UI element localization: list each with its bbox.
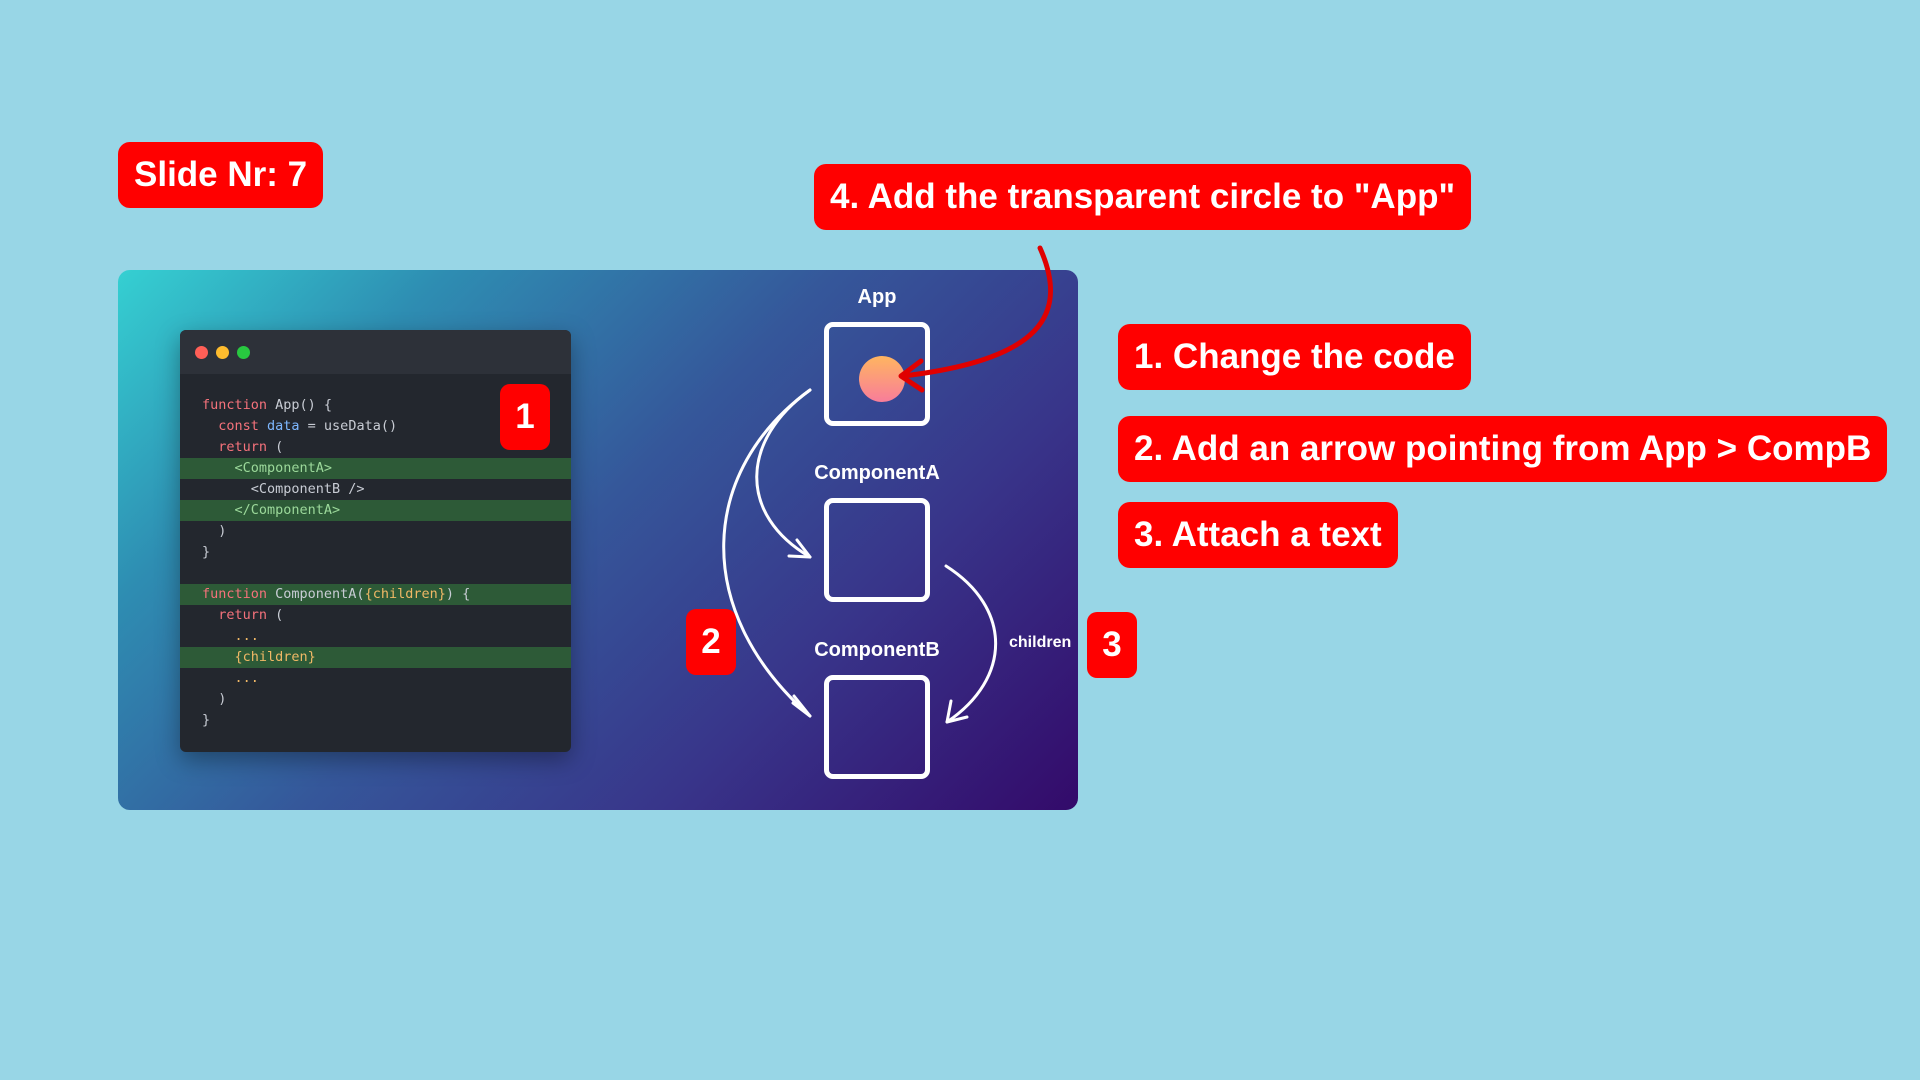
arrow-head-a	[787, 538, 812, 559]
diagram-slide: function App() { const data = useData() …	[118, 270, 1078, 810]
code-window-titlebar	[180, 330, 571, 374]
maximize-dot-icon	[237, 346, 250, 359]
code-line: )	[180, 521, 571, 542]
code-token: {children}	[202, 649, 316, 665]
code-token: )	[202, 691, 227, 707]
component-b-label: ComponentB	[814, 639, 940, 661]
code-token: function	[202, 397, 268, 413]
code-line: const data = useData()	[180, 416, 571, 437]
code-token: = useData()	[299, 418, 398, 434]
marker-1: 1	[500, 384, 550, 450]
instruction-step-4: 4. Add the transparent circle to "App"	[814, 164, 1472, 230]
close-dot-icon	[195, 346, 208, 359]
code-line: </ComponentA>	[180, 500, 571, 521]
children-label: children	[1009, 634, 1072, 651]
code-token: ...	[202, 670, 259, 686]
code-line: function ComponentA({children}) {	[180, 584, 571, 605]
instruction-step-2: 2. Add an arrow pointing from App > Comp…	[1118, 416, 1888, 482]
code-line: )	[180, 689, 571, 710]
component-a-box	[824, 498, 930, 602]
component-b-box	[824, 675, 930, 779]
transparent-circle	[859, 356, 905, 402]
code-token: }	[202, 544, 211, 560]
code-line: {children}	[180, 647, 571, 668]
instruction-step-1: 1. Change the code	[1118, 324, 1471, 390]
code-token: }	[202, 712, 211, 728]
code-token: function	[202, 586, 268, 602]
code-block: function App() { const data = useData() …	[180, 395, 571, 731]
code-token: data	[258, 418, 300, 434]
code-token: ) {	[445, 586, 471, 602]
component-a-label: ComponentA	[814, 462, 940, 484]
arrow-a-to-b	[944, 564, 998, 724]
code-line: }	[180, 710, 571, 731]
code-token: <ComponentA>	[202, 460, 333, 476]
code-token: (	[267, 607, 284, 623]
code-line: <ComponentB />	[180, 479, 571, 500]
instruction-step-3: 3. Attach a text	[1118, 502, 1398, 568]
code-token: </ComponentA>	[202, 502, 341, 518]
slide-number-badge: Slide Nr: 7	[118, 142, 324, 208]
marker-3: 3	[1087, 612, 1137, 678]
code-token: (	[267, 439, 284, 455]
code-token: ...	[202, 628, 259, 644]
app-label: App	[857, 286, 897, 308]
code-token: const	[202, 418, 259, 434]
code-line: return (	[180, 437, 571, 458]
arrow-head-b	[791, 694, 812, 718]
code-editor-window: function App() { const data = useData() …	[180, 330, 571, 752]
code-line: ...	[180, 668, 571, 689]
red-arrow-to-app	[900, 245, 1054, 379]
marker-2: 2	[686, 609, 736, 675]
arrow-head-c	[945, 699, 969, 724]
code-token: return	[202, 607, 268, 623]
code-token: App() {	[267, 397, 333, 413]
code-line: }	[180, 542, 571, 563]
arrow-app-to-component-a	[755, 388, 812, 559]
code-line: function App() {	[180, 395, 571, 416]
minimize-dot-icon	[216, 346, 229, 359]
code-token: <ComponentB />	[202, 481, 365, 497]
code-token: )	[202, 523, 227, 539]
code-token: return	[202, 439, 268, 455]
red-arrow-head	[898, 358, 925, 393]
arrow-app-to-component-b	[722, 388, 812, 718]
code-token: ComponentA(	[267, 586, 365, 602]
code-token: {children}	[364, 586, 446, 602]
code-line: ...	[180, 626, 571, 647]
code-line: <ComponentA>	[180, 458, 571, 479]
code-line: return (	[180, 605, 571, 626]
